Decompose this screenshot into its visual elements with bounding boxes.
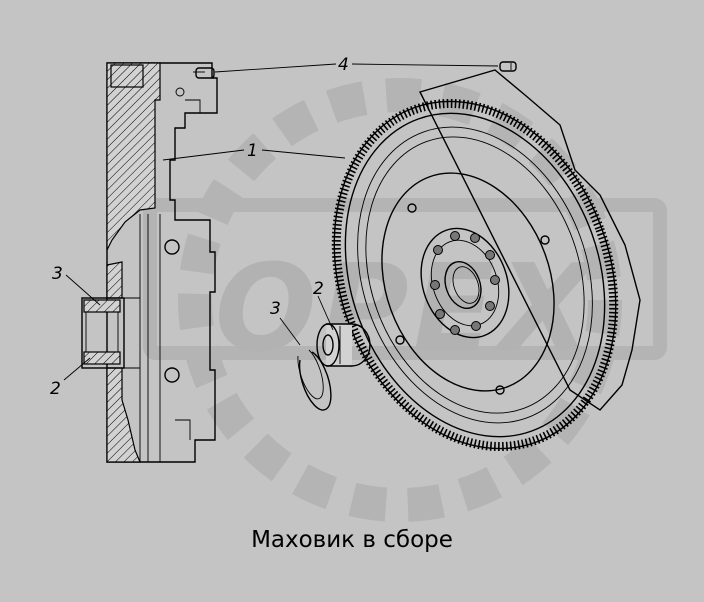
callout-part-3-section: 3: [52, 264, 63, 284]
callout-part-2-section: 2: [50, 379, 61, 399]
bearing-part: [316, 323, 371, 367]
diagram-caption: Маховик в сборе: [251, 527, 453, 553]
retaining-ring-part: [297, 349, 332, 411]
dowel-pin-part: [499, 61, 517, 72]
callout-part-3-detail: 3: [270, 299, 281, 319]
callout-part-2-detail: 2: [313, 279, 324, 299]
flywheel-perspective-view: [331, 69, 641, 452]
watermark-logo: OPEX: [143, 78, 667, 522]
watermark-band: [143, 198, 667, 360]
leader-lines: [63, 63, 499, 381]
flywheel-section-view: [81, 62, 218, 463]
callout-part-1: 1: [247, 141, 258, 161]
callout-part-4: 4: [338, 55, 349, 75]
